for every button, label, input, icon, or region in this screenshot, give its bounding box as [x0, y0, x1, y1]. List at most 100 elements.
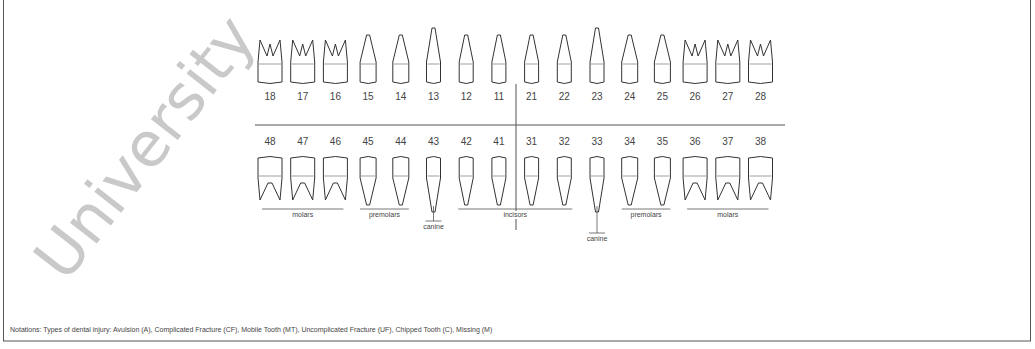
tooth-number: 21 — [526, 91, 537, 102]
tooth-number: 12 — [461, 91, 472, 102]
crown-line — [292, 176, 314, 177]
molar-tooth — [258, 157, 282, 201]
arch-divider — [255, 125, 785, 126]
premolar-tooth — [654, 35, 670, 84]
group-bracket — [622, 209, 671, 210]
crown-line — [259, 176, 281, 177]
tooth-number: 41 — [493, 136, 504, 147]
crown-line — [428, 64, 440, 65]
incisor-tooth — [557, 157, 571, 206]
incisor-tooth — [492, 157, 506, 206]
premolar-tooth — [393, 35, 409, 84]
crown-line — [493, 176, 505, 177]
tooth-number: 38 — [755, 136, 766, 147]
premolar-tooth — [393, 157, 409, 206]
incisor-tooth — [525, 35, 539, 84]
tooth-number: 24 — [624, 91, 635, 102]
crown-line — [684, 176, 706, 177]
crown-line — [361, 176, 375, 177]
incisor-tooth — [492, 35, 506, 84]
molar-tooth — [683, 157, 707, 201]
group-label: molars — [291, 211, 314, 219]
crown-line — [623, 64, 637, 65]
crown-line — [526, 176, 538, 177]
molar-tooth — [323, 157, 347, 201]
incisor-tooth — [557, 35, 571, 84]
canine-tooth — [590, 157, 604, 213]
crown-line — [460, 64, 472, 65]
crown-line — [750, 64, 772, 65]
crown-line — [324, 64, 346, 65]
group-label: premolars — [368, 211, 401, 219]
group-bracket — [426, 221, 442, 222]
tooth-number: 47 — [297, 136, 308, 147]
group-bracket — [687, 209, 768, 210]
molar-tooth — [749, 157, 773, 201]
molar-tooth — [716, 40, 740, 84]
molar-tooth — [683, 40, 707, 84]
group-label: premolars — [629, 211, 662, 219]
group-label: molars — [716, 211, 739, 219]
group-bracket — [589, 233, 605, 234]
tooth-number: 26 — [690, 91, 701, 102]
canine-tooth — [590, 28, 604, 84]
tooth-number: 35 — [657, 136, 668, 147]
tooth-number: 16 — [330, 91, 341, 102]
incisor-tooth — [525, 157, 539, 206]
crown-line — [394, 64, 408, 65]
midline — [516, 84, 517, 230]
premolar-tooth — [622, 157, 638, 206]
crown-line — [428, 176, 440, 177]
molar-tooth — [716, 157, 740, 201]
tooth-number: 27 — [722, 91, 733, 102]
tooth-number: 34 — [624, 136, 635, 147]
canine-tooth — [427, 157, 441, 213]
group-label: canine — [422, 223, 445, 231]
frame — [4, 0, 1031, 341]
group-label: incisors — [502, 211, 528, 219]
tooth-number: 36 — [690, 136, 701, 147]
tooth-number: 25 — [657, 91, 668, 102]
crown-line — [623, 176, 637, 177]
crown-line — [591, 176, 603, 177]
tooth-number: 48 — [264, 136, 275, 147]
molar-tooth — [291, 40, 315, 84]
group-label: canine — [586, 235, 609, 243]
tooth-number: 28 — [755, 91, 766, 102]
tooth-number: 46 — [330, 136, 341, 147]
crown-line — [750, 176, 772, 177]
tooth-number: 45 — [363, 136, 374, 147]
crown-line — [591, 64, 603, 65]
crown-line — [655, 64, 669, 65]
notation-note: Notations: Types of dental injury: Avuls… — [10, 326, 492, 334]
crown-line — [493, 64, 505, 65]
crown-line — [394, 176, 408, 177]
tooth-number: 33 — [591, 136, 602, 147]
crown-line — [717, 176, 739, 177]
tooth-number: 43 — [428, 136, 439, 147]
crown-line — [717, 64, 739, 65]
tooth-number: 31 — [526, 136, 537, 147]
crown-line — [655, 176, 669, 177]
crown-line — [558, 176, 570, 177]
incisor-tooth — [459, 35, 473, 84]
tooth-number: 22 — [559, 91, 570, 102]
tooth-number: 11 — [494, 91, 504, 102]
tooth-number: 18 — [264, 91, 275, 102]
crown-line — [259, 64, 281, 65]
crown-line — [324, 176, 346, 177]
crown-line — [361, 64, 375, 65]
tooth-number: 17 — [297, 91, 308, 102]
tooth-number: 23 — [591, 91, 602, 102]
crown-line — [460, 176, 472, 177]
crown-line — [292, 64, 314, 65]
leader-line — [433, 206, 434, 221]
premolar-tooth — [654, 157, 670, 206]
tooth-number: 15 — [363, 91, 374, 102]
incisor-tooth — [459, 157, 473, 206]
watermark: University — [22, 4, 268, 292]
canine-tooth — [427, 28, 441, 84]
crown-line — [558, 64, 570, 65]
crown-line — [526, 64, 538, 65]
group-bracket — [262, 209, 343, 210]
